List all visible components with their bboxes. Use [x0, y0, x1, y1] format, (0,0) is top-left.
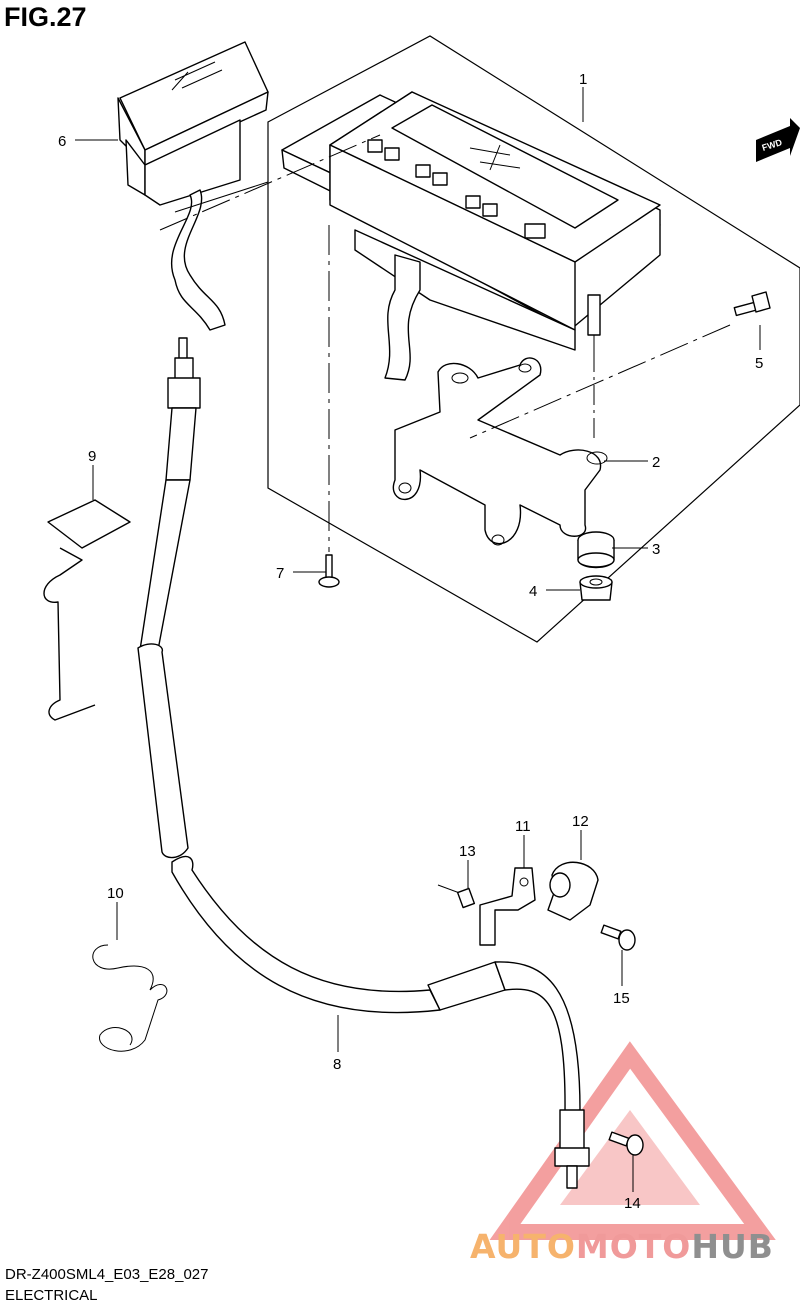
watermark-part-b: MOTO: [575, 1227, 692, 1266]
part-grommet: [577, 531, 615, 569]
callout-4: 4: [529, 583, 537, 600]
part-bracket-11: [479, 867, 536, 946]
watermark-part-c: HUB: [691, 1227, 774, 1266]
meter-buttons: [367, 139, 546, 239]
fwd-arrow-icon: FWD: [756, 118, 800, 162]
part-bolt-5: [733, 291, 771, 317]
part-screw-15: [600, 924, 636, 951]
part-wire-clip-9: [43, 499, 131, 721]
assembly-boundary-box: [267, 35, 800, 643]
part-screw-14: [608, 1131, 644, 1156]
callout-numbers: 1 2 3 4 5 6 7 8 9 10 11 12 13 14 15: [58, 71, 763, 1212]
part-nut: [579, 575, 613, 601]
callout-10: 10: [107, 885, 124, 902]
part-meter-cover: [117, 41, 269, 331]
callout-14: 14: [624, 1195, 641, 1212]
callout-2: 2: [652, 454, 660, 471]
callout-8: 8: [333, 1056, 341, 1073]
drawing-code: DR-Z400SML4_E03_E28_027: [5, 1266, 209, 1283]
leader-lines: [75, 87, 761, 1192]
part-wire-clip-10: [92, 944, 168, 1052]
callout-6: 6: [58, 133, 66, 150]
callout-15: 15: [613, 990, 630, 1007]
part-screw-7: [318, 225, 340, 588]
callout-5: 5: [755, 355, 763, 372]
watermark-logo: AUTOMOTOHUB: [470, 1227, 774, 1266]
callout-11: 11: [515, 818, 531, 835]
figure-title: FIG.27: [4, 2, 87, 32]
part-speedometer: [281, 91, 661, 381]
part-speedometer-cable: [137, 337, 590, 1189]
callout-7: 7: [276, 565, 284, 582]
callout-1: 1: [579, 71, 587, 88]
callout-9: 9: [88, 448, 96, 465]
callout-3: 3: [652, 541, 660, 558]
part-pin-13: [437, 884, 476, 909]
watermark-part-a: AUTO: [470, 1227, 576, 1266]
callout-13: 13: [459, 843, 476, 860]
part-bracket: [392, 357, 608, 546]
callout-12: 12: [572, 813, 589, 830]
part-clamp-12: [547, 861, 599, 921]
section-title: ELECTRICAL: [5, 1287, 98, 1304]
